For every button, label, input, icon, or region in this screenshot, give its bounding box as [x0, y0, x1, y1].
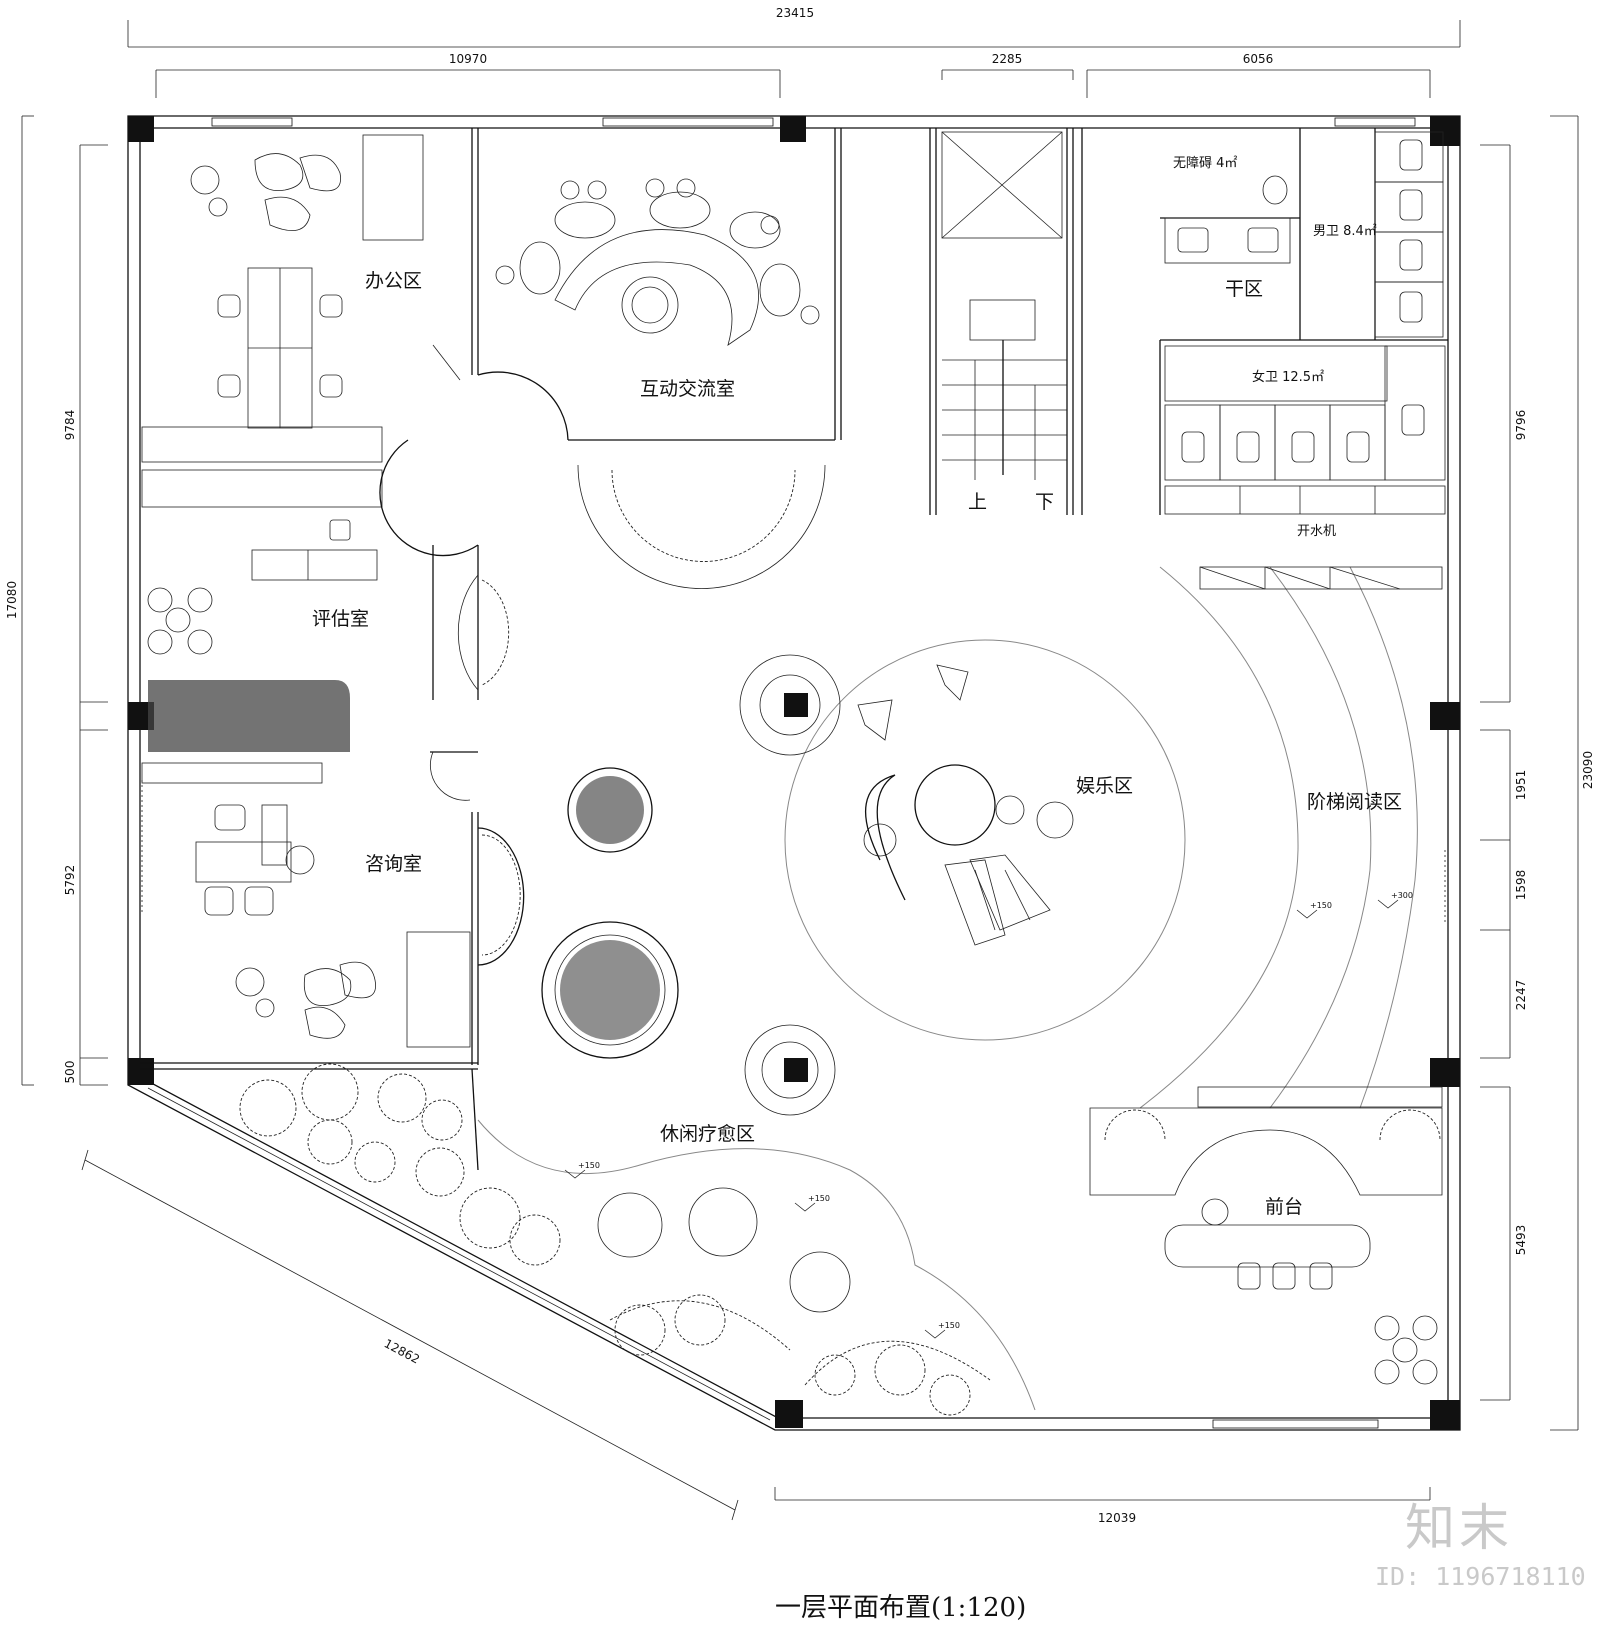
plan-title: 一层平面布置(1:120): [775, 1593, 1026, 1623]
level-marker-5: +300: [1391, 891, 1413, 900]
label-reception: 前台: [1265, 1196, 1303, 1218]
label-entertainment: 娱乐区: [1076, 775, 1133, 797]
label-dry: 干区: [1225, 278, 1263, 300]
dim-top-total: 23415: [776, 6, 814, 20]
label-consult: 咨询室: [365, 853, 422, 875]
dim-left-1: 9784: [63, 410, 77, 441]
restroom-fixtures: [1164, 131, 1446, 515]
dim-bottom-right: 12039: [1098, 1511, 1136, 1525]
dim-top-2: 2285: [992, 52, 1023, 66]
interior-walls: [140, 128, 1448, 1171]
dim-right-total: 23090: [1581, 751, 1595, 789]
label-water: 开水机: [1297, 524, 1336, 539]
exterior-walls: [127, 115, 1461, 1431]
play-structure: [863, 764, 1074, 946]
interactive-room-furniture: [495, 178, 826, 589]
label-interactive: 互动交流室: [640, 378, 735, 400]
staircase: [941, 131, 1067, 480]
dimension-labels: 23415 10970 2285 6056 17080 9784 5792 50…: [5, 6, 1595, 1525]
dim-left-2: 5792: [63, 865, 77, 896]
room-labels: 办公区 互动交流室 评估室 咨询室 休闲疗愈区 娱乐区 阶梯阅读区 前台 无障碍…: [312, 156, 1402, 1218]
watermark-logo: 知末: [1405, 1499, 1513, 1557]
label-accessible: 无障碍 4㎡: [1173, 156, 1237, 171]
dim-bottom-diag: 12862: [382, 1336, 422, 1366]
leisure-area: [239, 767, 1036, 1416]
dim-right-4: 2247: [1514, 980, 1528, 1011]
women-stalls: [1164, 345, 1446, 481]
dim-right-3: 1598: [1514, 870, 1528, 901]
dim-right-1: 9796: [1514, 410, 1528, 441]
level-marker-4: +150: [1310, 901, 1332, 910]
stair-treads: [942, 359, 1067, 461]
watermark-id: ID: 1196718110: [1375, 1562, 1586, 1591]
assessment-furniture: [147, 519, 378, 752]
dim-right-5: 5493: [1514, 1225, 1528, 1256]
dim-top-3: 6056: [1243, 52, 1274, 66]
label-stair-down: 下: [1035, 491, 1054, 513]
stepped-reading-area: [1139, 566, 1446, 1109]
level-marker-2: +150: [808, 1194, 830, 1203]
structural-columns: [128, 116, 1460, 1430]
label-stair-up: 上: [968, 491, 987, 513]
level-marker-1: +150: [578, 1161, 600, 1170]
level-marker-3: +150: [938, 1321, 960, 1330]
label-office: 办公区: [365, 270, 422, 292]
level-markers: +150 +150 +150 +150 +300: [564, 891, 1413, 1339]
dim-left-total: 17080: [5, 581, 19, 619]
men-stalls: [1374, 131, 1444, 338]
reception-area: [1089, 1107, 1443, 1385]
dim-right-2: 1951: [1514, 770, 1528, 801]
dim-left-3: 500: [63, 1061, 77, 1084]
garden-plants: [239, 1063, 971, 1416]
office-furniture: [190, 134, 424, 429]
corridor-curves: [379, 344, 569, 966]
label-assessment: 评估室: [312, 608, 369, 630]
label-men: 男卫 8.4㎡: [1313, 224, 1377, 239]
dimension-lines: [21, 20, 1579, 1521]
label-women: 女卫 12.5㎡: [1252, 369, 1324, 385]
dim-top-1: 10970: [449, 52, 487, 66]
label-leisure: 休闲疗愈区: [660, 1123, 755, 1145]
entertainment-area: [739, 639, 1186, 1116]
consult-furniture: [141, 780, 471, 1048]
label-reading: 阶梯阅读区: [1307, 791, 1402, 813]
